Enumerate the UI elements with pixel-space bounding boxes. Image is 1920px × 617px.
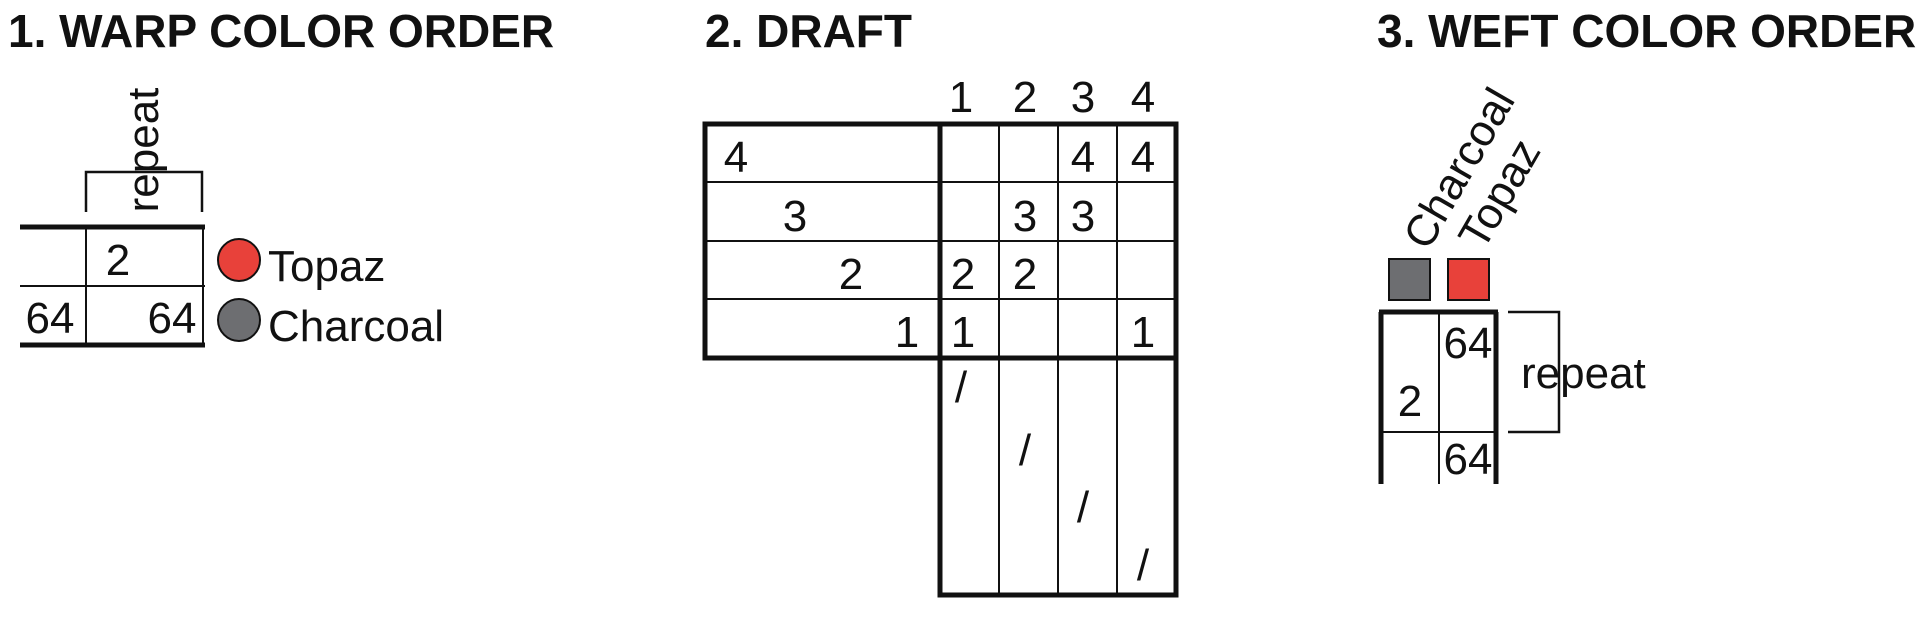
draft-column-header-4: 4 <box>1131 73 1155 122</box>
threading-shaft-3: 3 <box>783 192 807 241</box>
weft-topaz-count-repeat: 64 <box>1444 319 1493 368</box>
draft-column-header-3: 3 <box>1071 73 1095 122</box>
draft-section-title: 2. DRAFT <box>705 5 912 57</box>
tieup-cell: 4 <box>1071 133 1095 182</box>
tieup-cell: 3 <box>1071 192 1095 241</box>
draft-section: 2. DRAFT 1 2 3 4 4 3 2 1 4 4 3 3 2 2 1 1 <box>702 5 1179 598</box>
tieup-cell: 3 <box>1013 192 1037 241</box>
threading-shaft-4: 4 <box>724 133 748 182</box>
tieup-cell: 2 <box>951 250 975 299</box>
draft-column-header-1: 1 <box>949 73 973 122</box>
warp-color-order-section: 1. WARP COLOR ORDER repeat 2 64 64 Topaz… <box>8 5 554 351</box>
treadling-mark: / <box>1137 541 1150 590</box>
warp-charcoal-count-repeat: 64 <box>148 294 197 343</box>
weft-section-title: 3. WEFT COLOR ORDER <box>1377 5 1916 57</box>
treadling-mark: / <box>955 363 968 412</box>
threading-shaft-2: 2 <box>839 250 863 299</box>
tieup-cell: 1 <box>1131 308 1155 357</box>
treadling-mark: / <box>1077 483 1090 532</box>
warp-topaz-count: 2 <box>106 236 130 285</box>
weft-color-order-section: 3. WEFT COLOR ORDER Charcoal Topaz 2 64 … <box>1377 5 1916 484</box>
threading-shaft-1: 1 <box>895 308 919 357</box>
draft-column-header-2: 2 <box>1013 73 1037 122</box>
weft-repeat-bracket <box>1508 310 1561 434</box>
tieup-cell: 4 <box>1131 133 1155 182</box>
warp-repeat-label: repeat <box>119 88 168 213</box>
topaz-swatch-icon <box>217 238 261 282</box>
tieup-cell: 2 <box>1013 250 1037 299</box>
legend-label-topaz: Topaz <box>268 242 385 291</box>
weft-charcoal-count: 2 <box>1398 377 1422 426</box>
weft-repeat-label: repeat <box>1521 349 1646 398</box>
legend-label-charcoal: Charcoal <box>268 302 444 351</box>
topaz-swatch-icon <box>1447 258 1490 301</box>
warp-charcoal-count-left: 64 <box>26 294 75 343</box>
warp-section-title: 1. WARP COLOR ORDER <box>8 5 554 57</box>
charcoal-swatch-icon <box>217 298 261 342</box>
charcoal-swatch-icon <box>1388 258 1431 301</box>
weft-topaz-count-end: 64 <box>1444 435 1493 484</box>
warp-repeat-bracket <box>84 170 204 212</box>
treadling-mark: / <box>1019 426 1032 475</box>
tieup-cell: 1 <box>951 308 975 357</box>
